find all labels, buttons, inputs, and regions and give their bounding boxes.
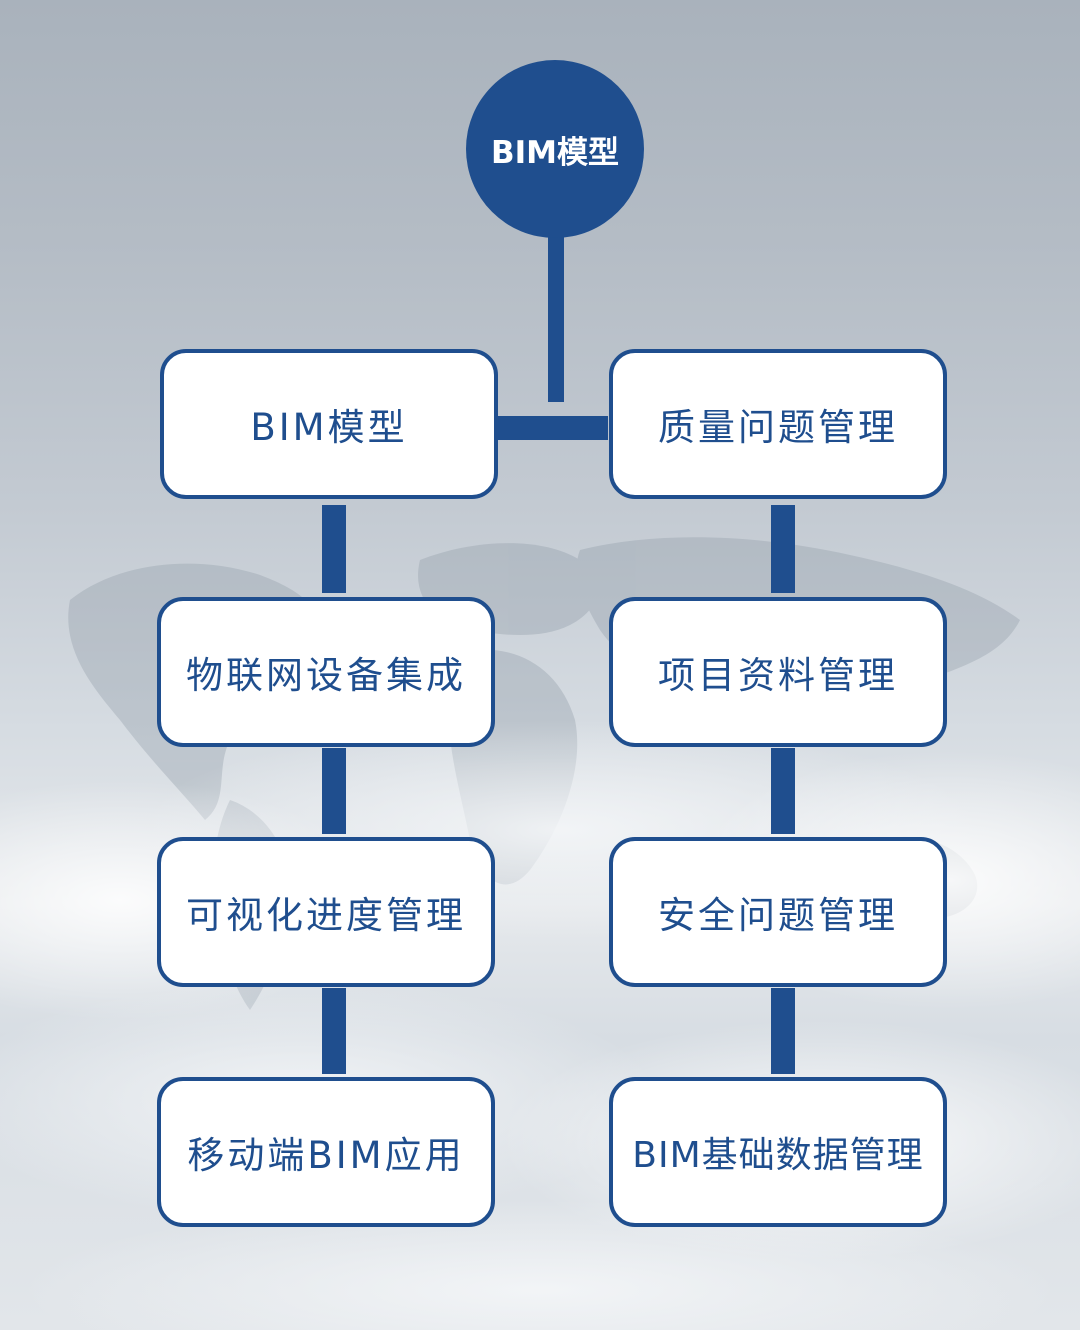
- node-right-4: BIM基础数据管理: [609, 1077, 947, 1227]
- node-label: BIM基础数据管理: [632, 1135, 924, 1176]
- node-right-2: 项目资料管理: [609, 597, 947, 747]
- connector-right-1-2: [771, 505, 795, 593]
- root-node-label: BIM模型: [490, 134, 619, 171]
- node-left-2: 物联网设备集成: [157, 597, 495, 747]
- node-right-3: 安全问题管理: [609, 837, 947, 987]
- node-label: 物联网设备集成: [186, 654, 466, 697]
- connector-right-3-4: [771, 988, 795, 1074]
- node-left-1: BIM模型: [160, 349, 498, 499]
- node-label: 移动端BIM应用: [187, 1134, 465, 1177]
- node-left-4: 移动端BIM应用: [157, 1077, 495, 1227]
- node-right-1: 质量问题管理: [609, 349, 947, 499]
- root-node: BIM模型: [466, 60, 644, 238]
- connector-left-3-4: [322, 988, 346, 1074]
- connector-right-2-3: [771, 748, 795, 834]
- node-label: 质量问题管理: [658, 406, 898, 449]
- node-label: BIM模型: [250, 406, 408, 449]
- connector-left-2-3: [322, 748, 346, 834]
- node-label: 项目资料管理: [658, 654, 898, 697]
- node-left-3: 可视化进度管理: [157, 837, 495, 987]
- connector-horizontal: [498, 416, 608, 440]
- node-label: 安全问题管理: [658, 894, 898, 937]
- connector-root-down: [548, 236, 564, 402]
- node-label: 可视化进度管理: [186, 894, 466, 937]
- connector-left-1-2: [322, 505, 346, 593]
